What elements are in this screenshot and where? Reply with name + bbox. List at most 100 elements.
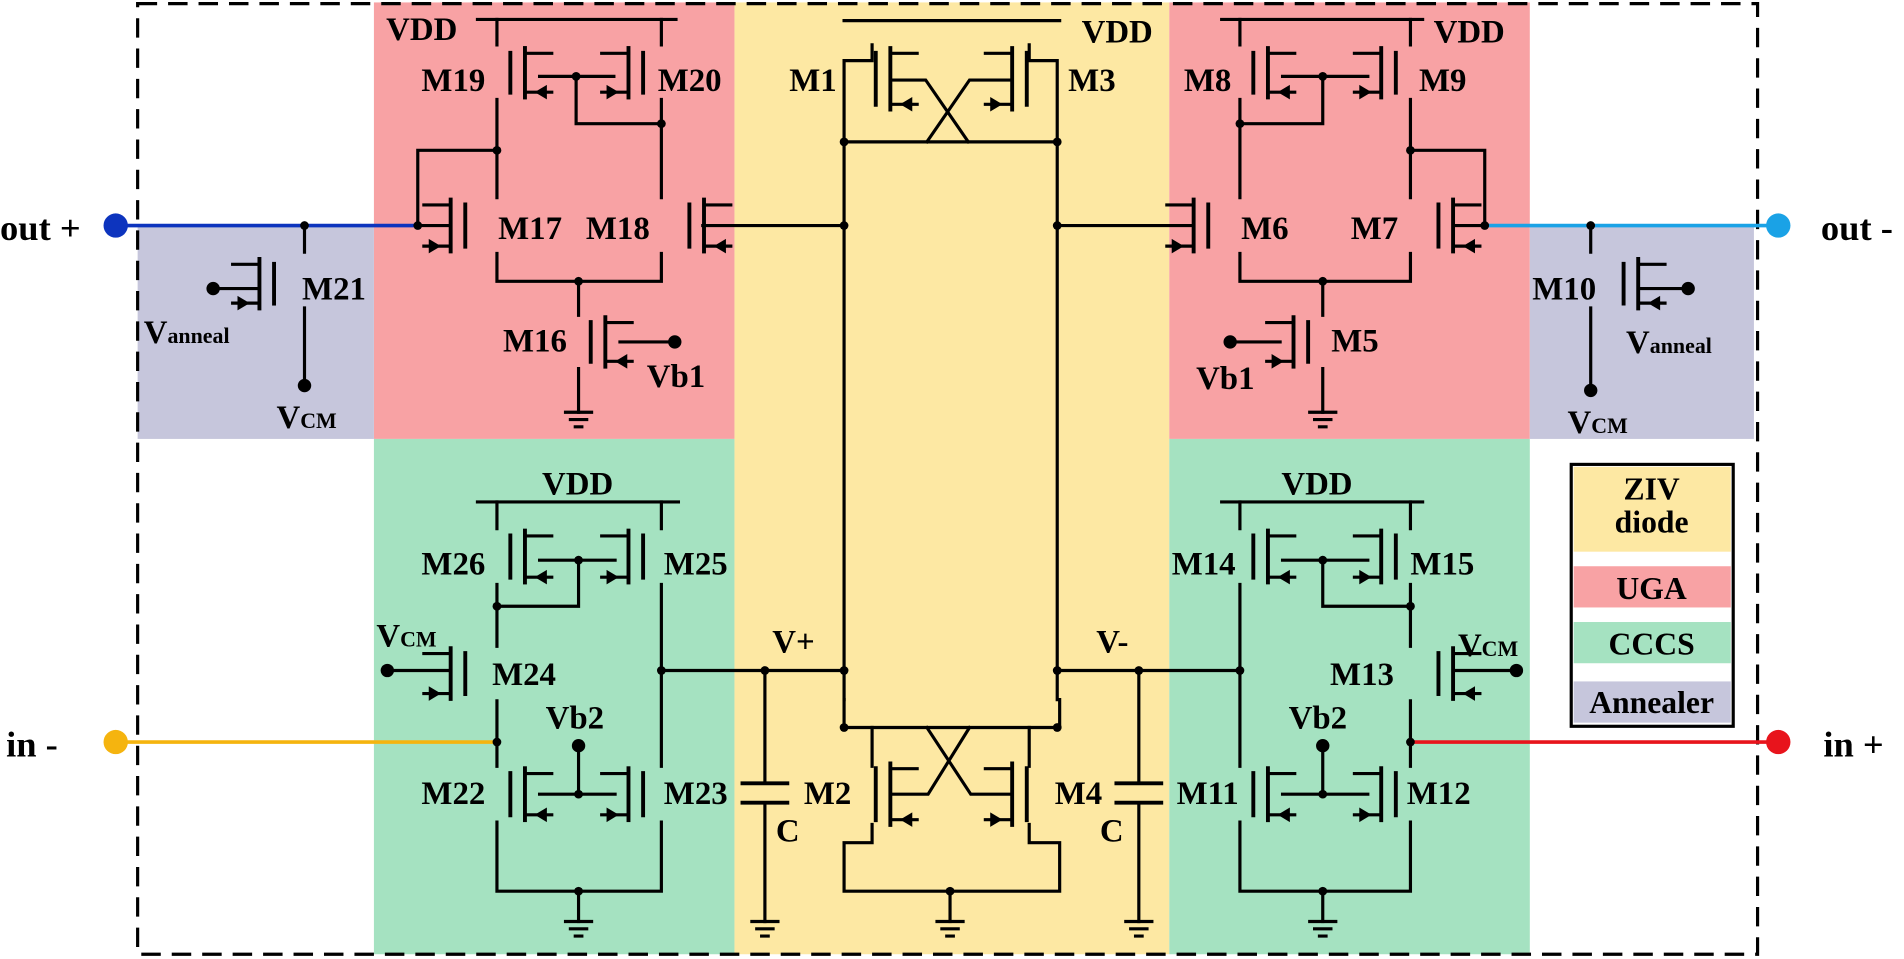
in-minus-port[interactable] [103, 729, 128, 755]
junction-dot [839, 137, 849, 147]
circuit-wiring [211, 17, 1690, 924]
m1-label: M1 [789, 63, 836, 99]
in-plus-label: in + [1823, 725, 1883, 765]
vb2-label-left: Vb2 [546, 701, 604, 737]
m7-transistor [1436, 197, 1482, 254]
m11-label: M11 [1177, 776, 1239, 812]
bias-terminal [206, 281, 220, 296]
bias-terminal [571, 739, 586, 753]
m1-transistor [873, 46, 919, 112]
junction-dot [1052, 723, 1062, 732]
capacitor-left-label: C [776, 814, 800, 850]
junction-dot [300, 221, 309, 230]
m6-label: M6 [1241, 211, 1288, 247]
m24-transistor [422, 646, 468, 701]
m18-label: M18 [586, 211, 650, 247]
out-minus-port[interactable] [1766, 213, 1791, 238]
junction-dot [574, 886, 583, 896]
junction-dot [1235, 119, 1245, 129]
m17-label: M17 [498, 211, 562, 247]
junction-dots [206, 72, 1695, 896]
m23-transistor [600, 766, 646, 823]
ground-icon [1308, 410, 1338, 429]
m3-label: M3 [1068, 63, 1115, 99]
junction-dot [492, 145, 502, 155]
vb2-label-right: Vb2 [1289, 701, 1347, 737]
m2-transistor [873, 761, 919, 827]
junction-dot [1134, 666, 1144, 675]
vdd-label-ziv: VDD [1082, 15, 1153, 51]
ground-icon [563, 410, 594, 429]
ground-icon [935, 919, 965, 938]
junction-dot [1318, 72, 1328, 81]
bias-terminal [380, 663, 395, 678]
vb1-label-left: Vb1 [647, 359, 705, 395]
bias-terminal [1681, 281, 1695, 296]
m6-transistor [1165, 197, 1211, 254]
m26-label: M26 [421, 547, 485, 583]
m15-transistor [1352, 528, 1398, 585]
vdd-label-cccs-right: VDD [1281, 467, 1352, 503]
m19-transistor [508, 46, 554, 100]
junction-dot [1318, 276, 1328, 286]
m22-transistor [508, 766, 554, 823]
m9-transistor [1352, 46, 1398, 100]
m12-transistor [1352, 766, 1398, 823]
ground-icon [1124, 919, 1154, 938]
bias-terminal [1509, 663, 1524, 678]
junction-dot [1318, 886, 1328, 896]
legend-label-uga: UGA [1616, 571, 1687, 606]
bias-terminal [1223, 335, 1237, 349]
m8-label: M8 [1184, 63, 1231, 99]
junction-dot [656, 666, 666, 675]
cccs-region-right [1169, 438, 1530, 955]
ground-icon [563, 919, 594, 938]
m20-label: M20 [658, 63, 722, 99]
m10-transistor [1621, 257, 1667, 311]
junction-dot [945, 886, 955, 896]
m11-transistor [1251, 766, 1297, 823]
m13-label: M13 [1330, 657, 1394, 693]
junction-dot [492, 601, 502, 611]
m8-transistor [1251, 46, 1297, 100]
bias-terminal [1316, 739, 1330, 753]
junction-dot [574, 555, 583, 565]
junction-dot [1406, 145, 1415, 155]
m5-label: M5 [1331, 324, 1378, 360]
m25-label: M25 [664, 547, 728, 583]
vcm-label-m13: VCM [1458, 628, 1518, 664]
junction-dot [571, 72, 581, 81]
m12-label: M12 [1407, 776, 1471, 812]
legend-swatch-annealer [1573, 681, 1731, 723]
vdd-label-cccs-left: VDD [542, 467, 613, 503]
out-plus-port[interactable] [103, 213, 128, 238]
ziv-diode-region [734, 2, 1170, 955]
capacitor-right [1114, 781, 1164, 805]
legend-swatch-ziv [1573, 466, 1731, 552]
m20-transistor [600, 46, 646, 100]
m4-label: M4 [1055, 776, 1102, 812]
capacitor-left [740, 781, 790, 805]
junction-dot [1052, 137, 1062, 147]
junction-dot [1052, 221, 1062, 230]
in-plus-port[interactable] [1766, 729, 1791, 755]
m21-transistor [231, 257, 276, 311]
junction-dot [574, 276, 583, 286]
junction-dot [1318, 555, 1328, 565]
legend-label-cccs: CCCS [1609, 627, 1695, 662]
m3-transistor [983, 46, 1029, 112]
vcm-label-m24: VCM [376, 618, 436, 654]
junction-dot [1052, 666, 1062, 675]
bias-terminal [297, 378, 312, 393]
out-plus-label: out + [0, 208, 81, 248]
m9-label: M9 [1419, 63, 1466, 99]
vdd-label-uga-right: VDD [1434, 15, 1505, 51]
m25-transistor [600, 528, 646, 585]
legend-swatch-cccs [1573, 622, 1731, 664]
v-plus-label: V+ [772, 624, 814, 660]
m16-transistor [588, 315, 634, 369]
m14-transistor [1251, 528, 1297, 585]
m5-transistor [1265, 315, 1311, 369]
